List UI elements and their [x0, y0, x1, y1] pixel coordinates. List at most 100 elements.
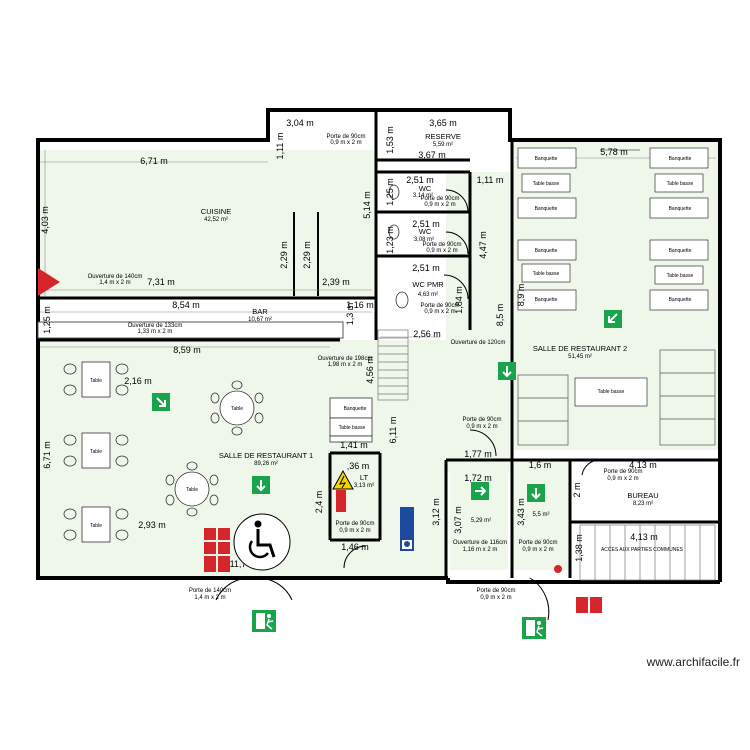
dim-label: 2,51 m — [412, 219, 440, 229]
bar-counter — [37, 321, 344, 339]
opening-size: 0,9 m x 2 m — [607, 476, 638, 482]
dim-label: 1,16 m — [346, 300, 374, 310]
opening-name: Porte de 90cm — [603, 469, 642, 475]
exit-arrow-icon — [498, 362, 516, 380]
room-area: 3,13 m² — [354, 483, 374, 489]
dimension-lines — [40, 150, 716, 348]
opening-name: Porte de 90cm — [422, 242, 461, 248]
room55-floor — [512, 460, 570, 570]
dim-label: 1,11 m — [477, 175, 504, 185]
room-name: LT — [360, 473, 369, 482]
opening-name: Porte de 90cm — [476, 588, 515, 594]
dim-label: 5,78 m — [600, 147, 628, 157]
furniture-label: Table basse — [667, 273, 694, 279]
dim-label: 3,04 m — [286, 118, 314, 128]
dim-label: 3,65 m — [429, 118, 457, 128]
room-area: 42,52 m² — [204, 217, 228, 223]
furniture-label: Table basse — [533, 181, 560, 187]
opening-size: 0,9 m x 2 m — [480, 595, 511, 601]
watermark: www.archifacile.fr — [646, 655, 740, 669]
door-swings — [215, 189, 601, 621]
dim-label: 2,29 m — [279, 241, 289, 269]
opening-name: Porte de 90cm — [335, 521, 374, 527]
room-area: 51,45 m² — [568, 354, 592, 360]
dim-label: 1,41 m — [340, 440, 368, 450]
zone-refuge-sign-icon — [400, 507, 414, 551]
dim-label: 3,43 m — [516, 498, 526, 526]
opening-name: Porte de 90cm — [420, 196, 459, 202]
opening-size: 1,33 m x 2 m — [138, 329, 173, 335]
dim-label: 11,7 m — [230, 559, 257, 569]
dim-label: 6,71 m — [140, 156, 168, 166]
alarm-point-icon — [554, 565, 562, 573]
room-name: CUISINE — [201, 207, 231, 216]
dim-label: 8,9 m — [516, 284, 526, 307]
room-name: SALLE DE RESTAURANT 2 — [533, 344, 627, 353]
exit-arrow-icon — [604, 310, 622, 328]
opening-name: Porte de 90cm — [518, 540, 557, 546]
emergency-exit-sign-icon — [252, 610, 276, 632]
dim-label: 2,29 m — [302, 241, 312, 269]
room-name: WC — [419, 227, 432, 236]
dim-label: 2,4 m — [314, 491, 324, 514]
room-area: 3,08 m² — [414, 237, 434, 243]
furniture-label: Banquette — [535, 297, 558, 303]
dim-label: 5,14 m — [362, 191, 372, 219]
opening-name: Porte de 90cm — [326, 134, 365, 140]
room-area: 4,63 m² — [418, 292, 438, 298]
room-name: WC — [419, 184, 432, 193]
opening-name: Ouverture de 116cm — [453, 540, 507, 546]
furniture-label: Table — [90, 523, 102, 529]
room-area: 5,29 m² — [471, 518, 491, 524]
furniture-label: Banquette — [535, 248, 558, 254]
opening-size: 1,16 m x 2 m — [463, 547, 498, 553]
dim-label: 1,3 m — [345, 303, 355, 326]
opening-name: Ouverture de 140cm — [88, 274, 143, 280]
furniture-label: Table basse — [533, 271, 560, 277]
dim-label: 2,56 m — [413, 329, 441, 339]
exit-arrow-icon — [527, 484, 545, 502]
furniture-label: Banquette — [535, 156, 558, 162]
room-name: SALLE DE RESTAURANT 1 — [219, 451, 313, 460]
dim-label: 4,03 m — [40, 206, 50, 234]
emergency-exit-sign-icon — [522, 617, 546, 639]
dim-label: 2,51 m — [406, 175, 434, 185]
room-area: 8,23 m² — [633, 501, 653, 507]
dim-label: 8,5 m — [495, 304, 505, 327]
opening-size: 1,4 m x 2 m — [99, 280, 130, 286]
furniture-label: Table basse — [667, 181, 694, 187]
dim-label: 6,71 m — [42, 441, 52, 469]
exit-arrow-icon — [152, 393, 170, 411]
dim-label: 6,11 m — [388, 417, 398, 444]
wheelchair-icon — [233, 513, 291, 571]
banquette-blocks — [517, 149, 716, 446]
opening-size: 1,4 m x 2 m — [194, 595, 225, 601]
furniture-label: Banquette — [669, 297, 692, 303]
dim-label: 2,16 m — [124, 376, 152, 386]
dim-label: 1,46 m — [341, 542, 369, 552]
corridor-floor — [446, 172, 510, 472]
opening-name: Porte de 90cm — [420, 303, 459, 309]
opening-name: Porte de 140cm — [189, 588, 231, 594]
stairs-common — [579, 524, 716, 581]
dim-label: 2 m — [572, 482, 582, 497]
room-area: 10,67 m² — [248, 317, 272, 323]
furniture-label: Banquette — [669, 248, 692, 254]
kitchen-partitions — [293, 212, 319, 296]
furniture-label: Table — [231, 406, 243, 412]
opening-size: 0,9 m x 2 m — [424, 202, 455, 208]
dim-label: 1,53 m — [385, 126, 395, 154]
dim-label: 1,23 m — [385, 226, 395, 254]
cuisine-floor — [38, 150, 376, 298]
dim-label: 3,67 m — [418, 150, 446, 160]
furniture-label: Banquette — [669, 206, 692, 212]
lt-extinguisher-icon — [336, 490, 346, 512]
dim-label: 1,72 m — [464, 473, 492, 483]
dim-label: 1,25 m — [42, 306, 52, 334]
room-name: WC PMR — [412, 280, 444, 289]
furniture-label: Table — [90, 378, 102, 384]
furniture-label: Banquette — [669, 156, 692, 162]
dim-label: 1,38 m — [574, 534, 584, 562]
dim-label: 1,25 m — [385, 178, 395, 206]
